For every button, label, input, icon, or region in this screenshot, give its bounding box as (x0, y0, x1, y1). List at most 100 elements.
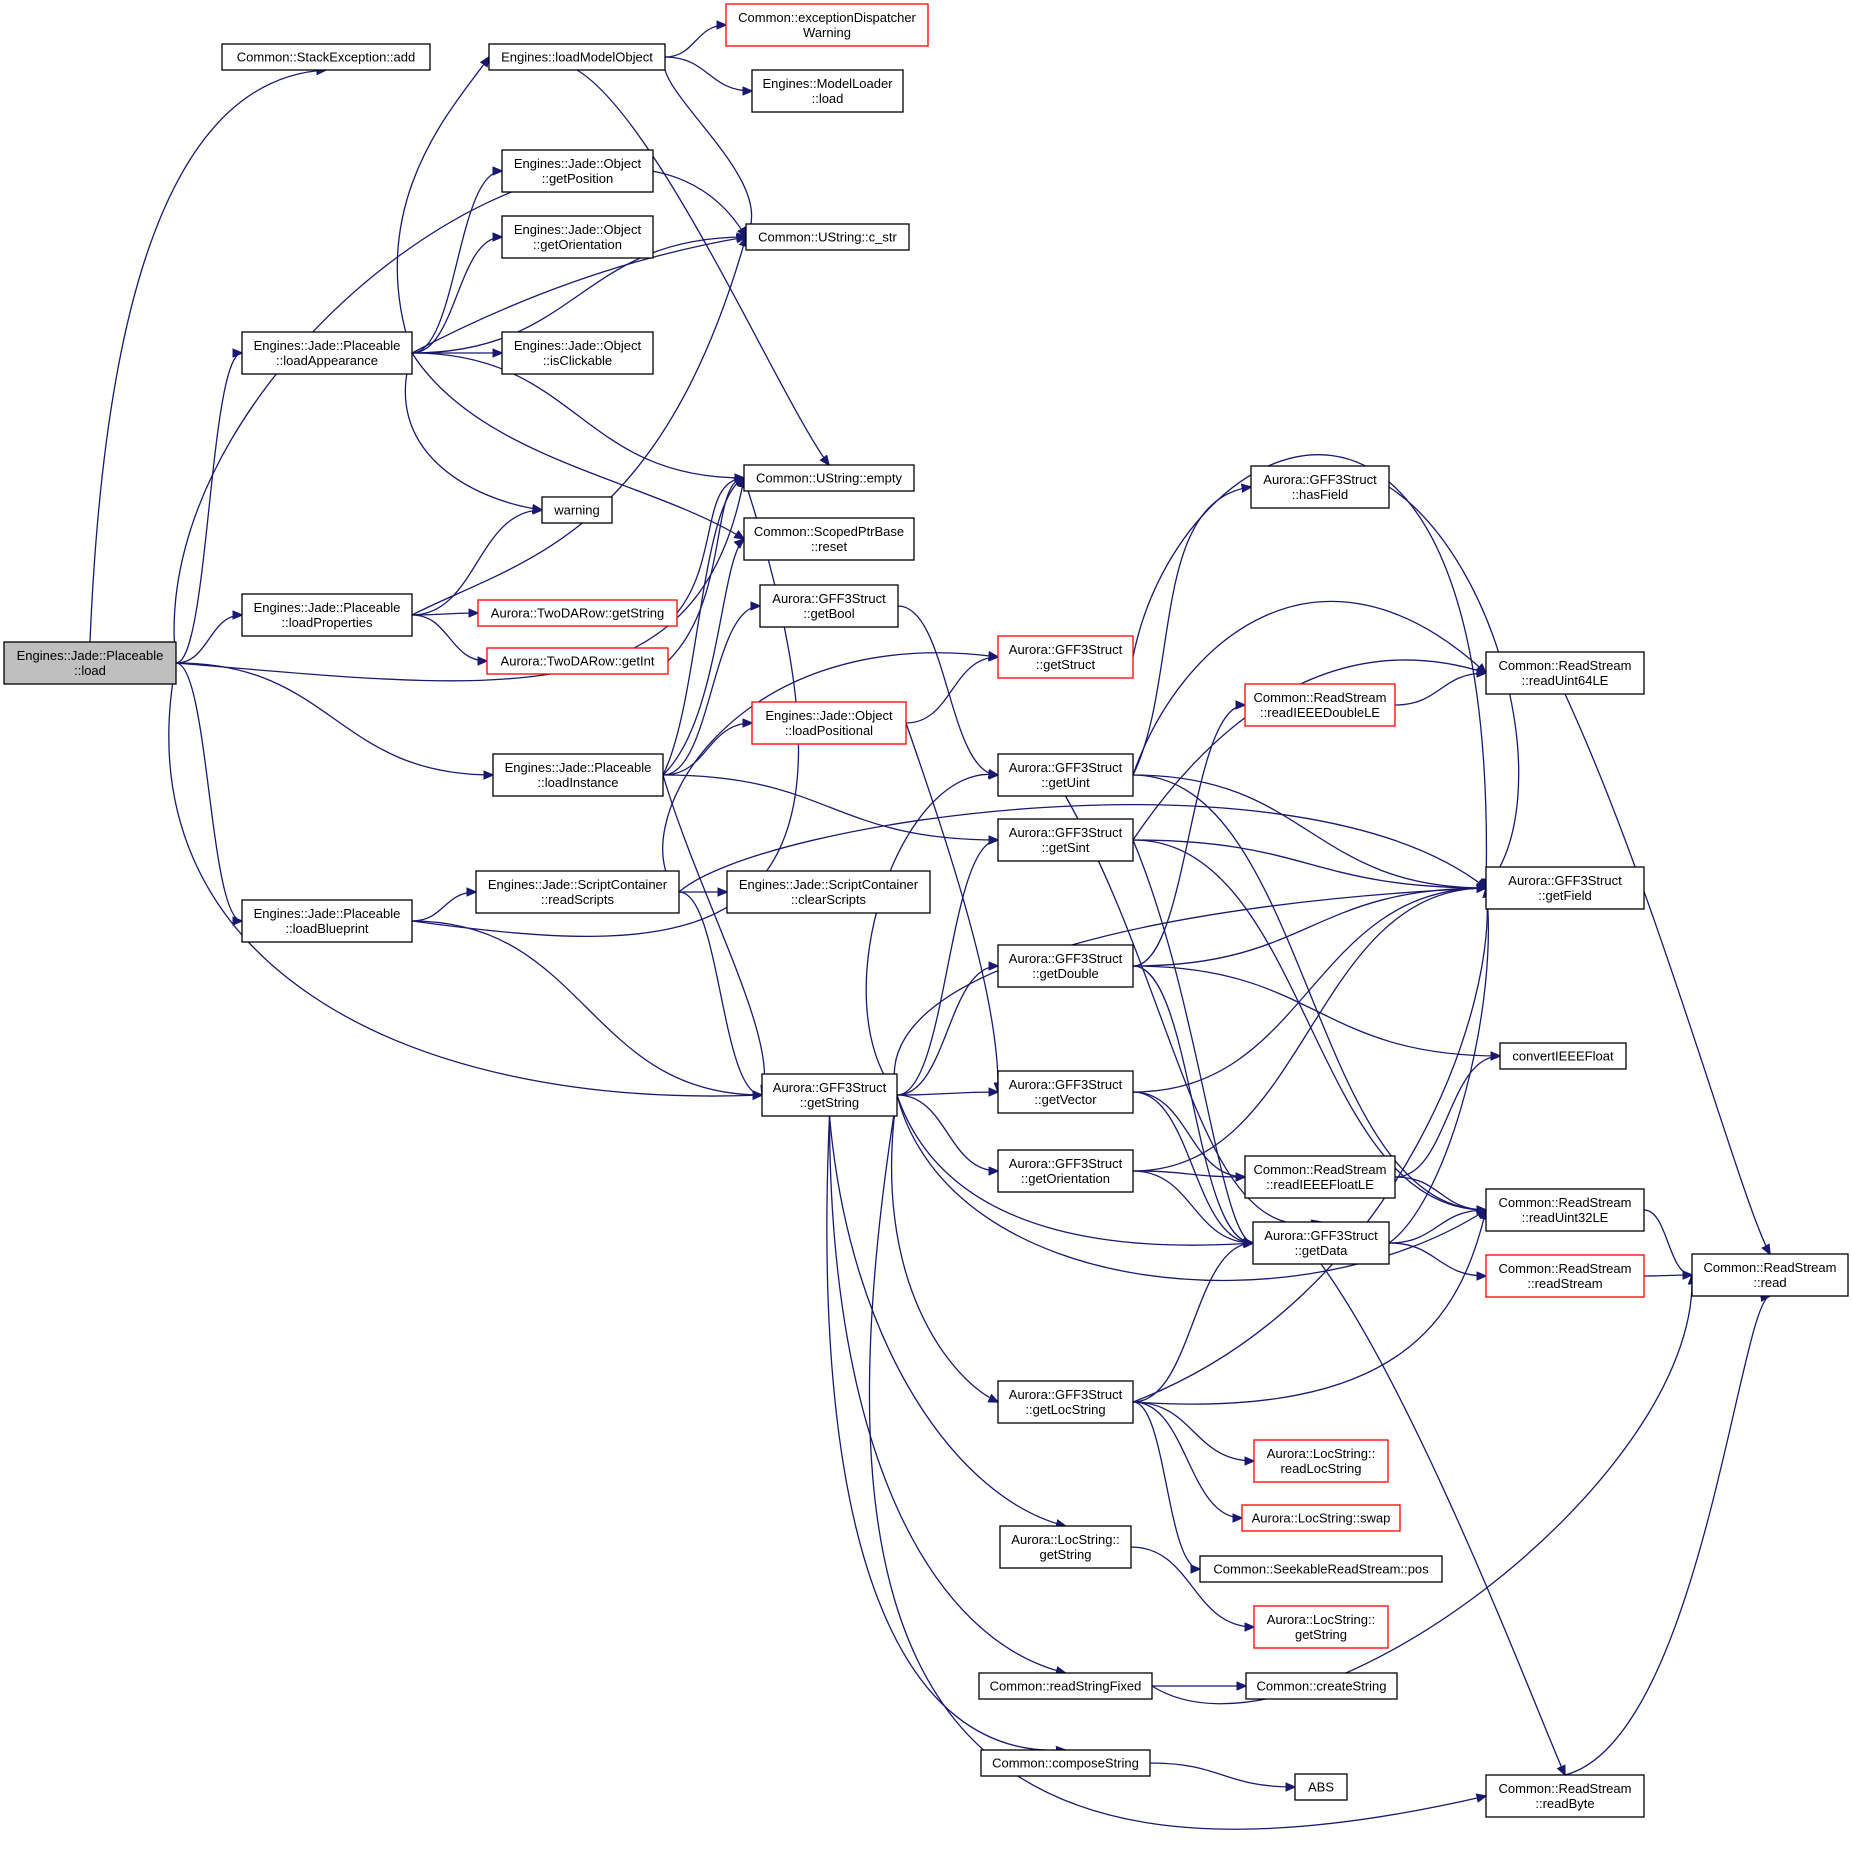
node-readIEEEFloat[interactable]: Common::ReadStream::readIEEEFloatLE (1244, 1155, 1396, 1199)
edge-getSint-to-getData (1132, 839, 1253, 1243)
node-label-line: Aurora::LocString:: (1011, 1532, 1119, 1547)
node-label-line: Common::StackException::add (237, 50, 415, 65)
node-createString[interactable]: Common::createString (1245, 1672, 1398, 1700)
node-readStringFixed[interactable]: Common::readStringFixed (978, 1672, 1153, 1700)
edge-getUint-to-readUint64 (1132, 600, 1486, 776)
edge-composeString-to-abs (1149, 1762, 1295, 1787)
node-label-line: Common::createString (1256, 1679, 1386, 1694)
node-box (1485, 651, 1645, 695)
node-box (1253, 1605, 1389, 1649)
node-convertIEEE[interactable]: convertIEEEFloat (1499, 1042, 1627, 1070)
node-twodaGetInt[interactable]: Aurora::TwoDARow::getInt (486, 647, 669, 675)
node-root[interactable]: Engines::Jade::Placeable::load (3, 641, 177, 685)
edge-readScripts-to-getField (678, 804, 1486, 893)
node-warning[interactable]: warning (541, 496, 613, 524)
node-label-line: Engines::Jade::Object (765, 708, 893, 723)
node-label-line: ::getDouble (1032, 966, 1099, 981)
node-label-line: Common::ReadStream (1499, 658, 1632, 673)
edge-gffGetString-to-getSint (896, 840, 998, 1096)
node-getBool[interactable]: Aurora::GFF3Struct::getBool (759, 584, 899, 628)
node-box (241, 899, 413, 943)
node-cstr[interactable]: Common::UString::c_str (745, 223, 910, 251)
node-getOrientationGff[interactable]: Aurora::GFF3Struct::getOrientation (997, 1149, 1134, 1193)
node-getOrientationObj[interactable]: Engines::Jade::Object::getOrientation (501, 215, 654, 259)
edge-getDouble-to-readIEEEDouble (1132, 705, 1245, 967)
edge-getOrientationGff-to-readIEEEFloat (1132, 1170, 1245, 1177)
node-abs[interactable]: ABS (1294, 1773, 1348, 1801)
node-readUint32[interactable]: Common::ReadStream::readUint32LE (1485, 1188, 1645, 1232)
node-loadModelObject[interactable]: Engines::loadModelObject (488, 43, 666, 71)
node-label-line: Common::UString::empty (756, 471, 902, 486)
node-label-line: Aurora::GFF3Struct (1009, 825, 1123, 840)
node-composeString[interactable]: Common::composeString (980, 1749, 1151, 1777)
node-locGetString2[interactable]: Aurora::LocString::getString (1253, 1605, 1389, 1649)
edge-twodaGetString-to-empty (676, 478, 744, 614)
edge-getLocString-to-readLocString (1132, 1401, 1254, 1461)
node-getSint[interactable]: Aurora::GFF3Struct::getSint (997, 818, 1134, 862)
node-getDouble[interactable]: Aurora::GFF3Struct::getDouble (997, 944, 1134, 988)
node-getData[interactable]: Aurora::GFF3Struct::getData (1252, 1221, 1390, 1265)
node-label-line: Aurora::GFF3Struct (1009, 760, 1123, 775)
node-box (751, 701, 907, 745)
node-box (743, 517, 915, 561)
edge-root-to-loadProperties (175, 615, 242, 664)
edge-readIEEEFloat-to-convertIEEE (1394, 1056, 1500, 1178)
node-getUint[interactable]: Aurora::GFF3Struct::getUint (997, 753, 1134, 797)
edge-getData-to-getField (1388, 888, 1488, 1244)
node-label-line: Common::exceptionDispatcher (738, 10, 916, 25)
node-label-line: Engines::Jade::Placeable (254, 338, 401, 353)
node-getField[interactable]: Aurora::GFF3Struct::getField (1485, 866, 1645, 910)
edge-readStream-to-read (1643, 1275, 1692, 1276)
node-readIEEEDouble[interactable]: Common::ReadStream::readIEEEDoubleLE (1244, 683, 1396, 727)
node-readScripts[interactable]: Engines::Jade::ScriptContainer::readScri… (475, 870, 680, 914)
node-box (3, 641, 177, 685)
node-loadBlueprint[interactable]: Engines::Jade::Placeable::loadBlueprint (241, 899, 413, 943)
node-box (997, 635, 1134, 679)
node-loadProperties[interactable]: Engines::Jade::Placeable::loadProperties (241, 593, 413, 637)
node-box (745, 223, 910, 251)
node-getStruct[interactable]: Aurora::GFF3Struct::getStruct (997, 635, 1134, 679)
node-read[interactable]: Common::ReadStream::read (1691, 1253, 1849, 1297)
node-scopedReset[interactable]: Common::ScopedPtrBase::reset (743, 517, 915, 561)
edge-readByte-to-read (1564, 1296, 1770, 1776)
node-locGetString1[interactable]: Aurora::LocString::getString (999, 1525, 1132, 1569)
node-seekPos[interactable]: Common::SeekableReadStream::pos (1199, 1555, 1443, 1583)
edge-getDouble-to-getData (1132, 965, 1253, 1243)
node-label-line: Aurora::GFF3Struct (1508, 873, 1622, 888)
node-box (980, 1749, 1151, 1777)
node-getPosition[interactable]: Engines::Jade::Object::getPosition (501, 149, 654, 193)
edge-getLocString-to-readUint32 (1132, 1210, 1486, 1405)
node-loadAppearance[interactable]: Engines::Jade::Placeable::loadAppearance (241, 331, 413, 375)
node-readUint64[interactable]: Common::ReadStream::readUint64LE (1485, 651, 1645, 695)
node-label-line: ::readUint64LE (1522, 673, 1609, 688)
node-label-line: Common::ReadStream (1704, 1260, 1837, 1275)
node-empty[interactable]: Common::UString::empty (743, 464, 915, 492)
node-hasField[interactable]: Aurora::GFF3Struct::hasField (1250, 465, 1390, 509)
node-readByte[interactable]: Common::ReadStream::readByte (1485, 1774, 1645, 1818)
node-getLocString[interactable]: Aurora::GFF3Struct::getLocString (997, 1380, 1134, 1424)
edge-getBool-to-getUint (897, 605, 998, 775)
node-readStream[interactable]: Common::ReadStream::readStream (1485, 1254, 1645, 1298)
node-locSwap[interactable]: Aurora::LocString::swap (1241, 1504, 1401, 1532)
node-loadPositional[interactable]: Engines::Jade::Object::loadPositional (751, 701, 907, 745)
node-stackexc_add[interactable]: Common::StackException::add (221, 43, 431, 71)
node-label-line: Common::ReadStream (1499, 1781, 1632, 1796)
node-twodaGetString[interactable]: Aurora::TwoDARow::getString (477, 599, 678, 627)
node-isClickable[interactable]: Engines::Jade::Object::isClickable (501, 331, 654, 375)
edge-gffGetString-to-locGetString1 (828, 1115, 1066, 1526)
edge-getLocString-to-getData (1132, 1243, 1253, 1403)
node-loadInstance[interactable]: Engines::Jade::Placeable::loadInstance (492, 753, 664, 797)
node-getVector[interactable]: Aurora::GFF3Struct::getVector (997, 1070, 1134, 1114)
node-box (997, 753, 1134, 797)
node-modelLoader[interactable]: Engines::ModelLoader::load (751, 69, 904, 113)
node-label-line: Engines::Jade::Placeable (254, 906, 401, 921)
node-clearScripts[interactable]: Engines::Jade::ScriptContainer::clearScr… (726, 870, 931, 914)
node-label-line: ::load (74, 663, 106, 678)
edge-loadInstance-to-getBool (662, 606, 760, 776)
edges-layer (89, 25, 1770, 1830)
node-readLocString[interactable]: Aurora::LocString::readLocString (1253, 1439, 1389, 1483)
node-label-line: ::loadBlueprint (285, 921, 368, 936)
node-gffGetString[interactable]: Aurora::GFF3Struct::getString (761, 1073, 898, 1117)
node-box (1199, 1555, 1443, 1583)
